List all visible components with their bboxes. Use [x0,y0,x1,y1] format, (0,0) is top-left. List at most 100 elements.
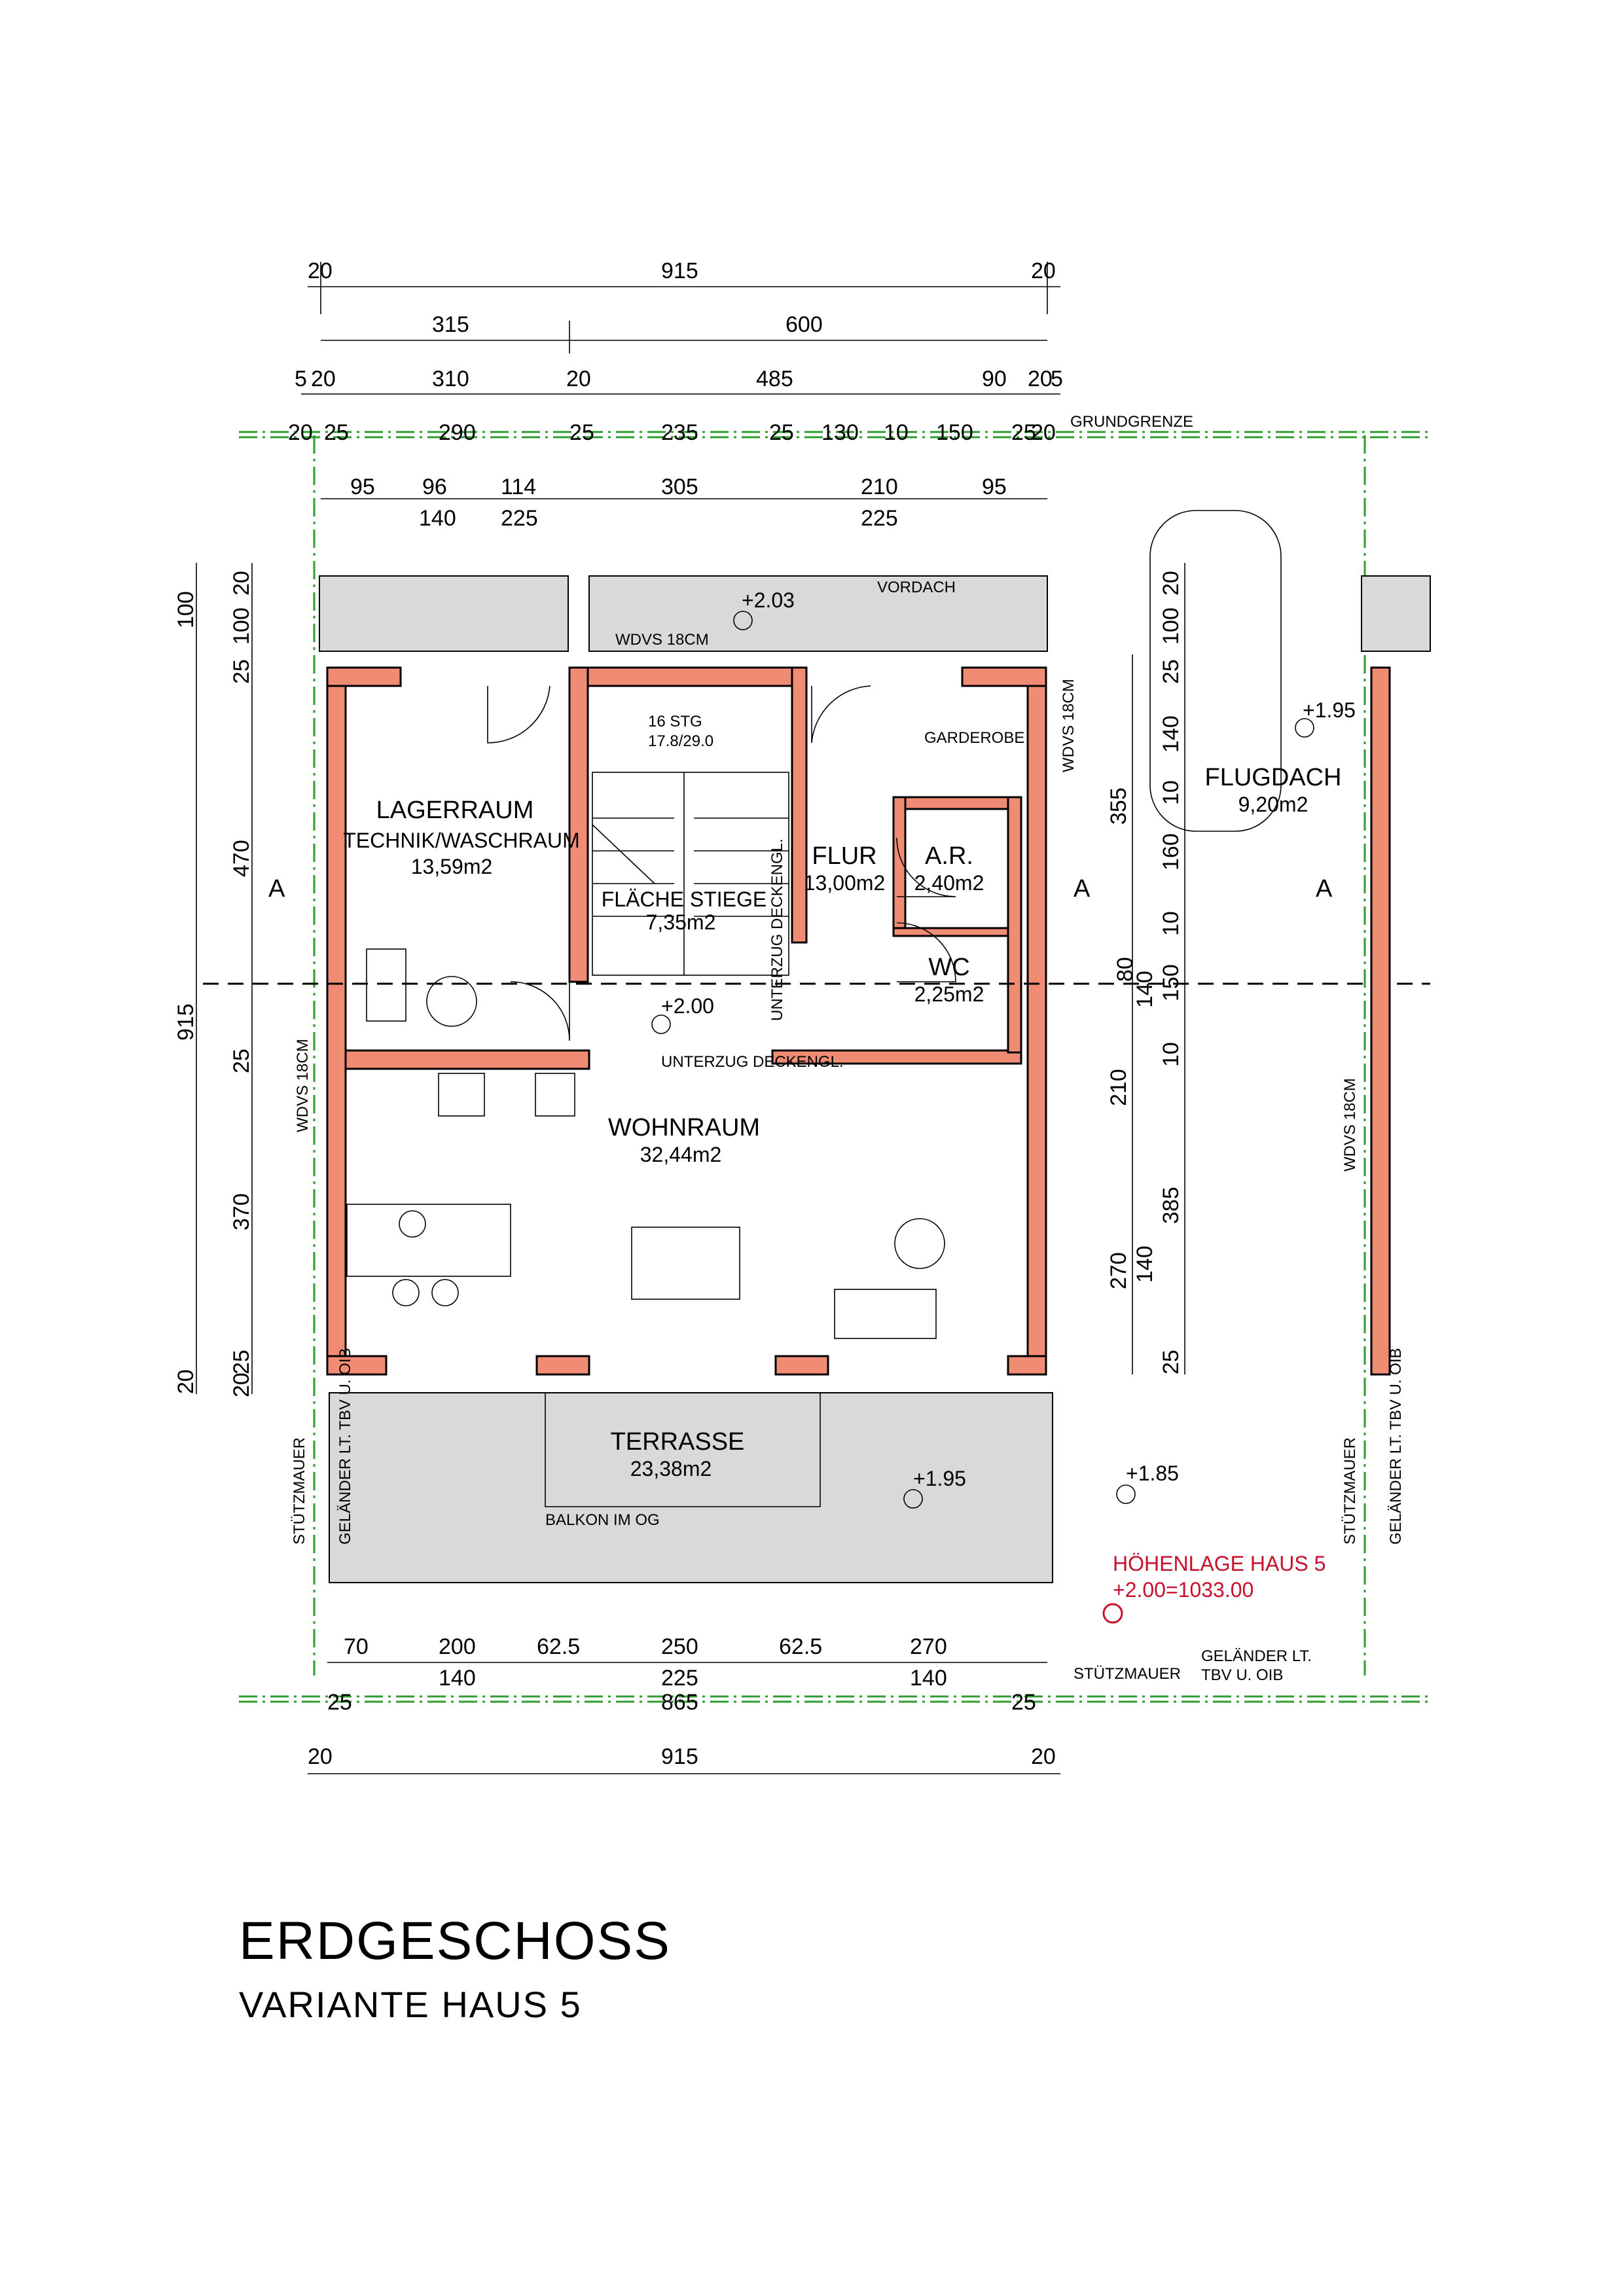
dim-text: 20 [566,367,591,391]
dim-text: 20 [311,367,336,391]
dim-text: 62.5 [537,1634,580,1659]
dim-text: 915 [173,1003,198,1041]
dim-text: 470 [229,840,254,877]
label-garderobe: GARDEROBE [924,729,1024,747]
dim-text: 10 [1159,1042,1183,1067]
dim-text: 96 [422,475,447,499]
dim-text: 25 [324,420,349,445]
stove-icon [438,1073,485,1117]
dim-text: 270 [910,1634,947,1659]
dim-text: 140 [910,1666,947,1691]
carport [1149,510,1431,1376]
dim-text: 865 [661,1690,698,1715]
dim-text: 210 [861,475,898,499]
room-area: 23,38m2 [630,1457,712,1480]
sofa-icon [834,1289,937,1339]
dim-text: 114 [501,475,536,499]
room-name: FLUGDACH [1204,764,1341,791]
label-wdvs: WDVS 18CM [294,1039,312,1132]
dim-text: 270 [1106,1252,1131,1289]
room-subname: TECHNIK/WASCHRAUM [343,829,579,852]
coffee-table [894,1218,945,1269]
level-value: +1.95 [1303,698,1356,722]
label-gelaender: TBV U. OIB [1201,1666,1283,1684]
dim-text: 210 [1106,1069,1131,1106]
dim-text: 150 [936,420,973,445]
washing-machine-icon [366,948,406,1022]
dim-text: 225 [501,506,538,531]
dim-text: 20 [288,420,313,445]
dim-text: 62.5 [779,1634,822,1659]
dim-text: 20 [229,1372,254,1397]
dim-text: 25 [1011,1690,1036,1715]
dim-text: 20 [1031,420,1056,445]
dim-text: 150 [1159,964,1183,1001]
dim-text: 25 [229,1350,254,1374]
drawing-subtitle: VARIANTE HAUS 5 [239,1984,582,2025]
dim-text: 25 [769,420,794,445]
room-name: WC [928,954,969,981]
label-gelaender: GELÄNDER LT. TBV U. OIB [1387,1348,1405,1545]
drawing-title: ERDGESCHOSS [239,1911,671,1971]
dim-text: 140 [419,506,456,531]
dim-text: 915 [661,1744,698,1769]
dining-table [631,1227,740,1300]
label-unterzug: UNTERZUG DECKENGL. [768,838,786,1021]
dim-text: 20 [1031,259,1056,283]
dim-text: 25 [229,659,254,684]
stool-icon [431,1279,459,1306]
dim-text: 25 [229,1049,254,1073]
label-balkon: BALKON IM OG [545,1511,660,1529]
room-area: 2,40m2 [914,871,984,895]
dim-text: 100 [173,591,198,628]
dim-text: 100 [229,607,254,645]
hoehenlage-line2: +2.00=1033.00 [1113,1578,1254,1602]
dim-text: 70 [344,1634,369,1659]
section-mark-right: A [1074,875,1091,903]
label-wdvs: WDVS 18CM [1341,1078,1359,1172]
plan-labels: VORDACH WDVS 18CM WDVS 18CM WDVS 18CM WD… [291,579,1405,1684]
stair-info: 17.8/29.0 [648,732,713,750]
dim-text: 600 [785,312,823,337]
dim-text: 20 [1031,1744,1056,1769]
label-gelaender: GELÄNDER LT. TBV U. OIB [336,1348,354,1545]
stair-info: 16 STG [648,713,702,730]
dim-text: 310 [432,367,469,391]
bottom-dimensions: 70 200 62.5 250 62.5 270 140 225 140 25 … [308,1634,1060,1774]
dim-text: 355 [1106,787,1131,825]
dim-text: 90 [982,367,1007,391]
dim-text: 225 [661,1666,698,1691]
dim-text: 235 [661,420,698,445]
dim-text: 25 [327,1690,352,1715]
dim-text: 315 [432,312,469,337]
level-marker-icon [903,1489,923,1509]
label-vordach: VORDACH [877,579,956,596]
dim-text: 385 [1159,1187,1183,1224]
sink-icon [399,1210,426,1238]
level-marker-icon [733,611,753,630]
right-dimensions: 355 210 270 20 100 25 140 10 160 10 80 1… [1106,563,1185,1374]
doors [487,685,956,1041]
dim-text: 140 [439,1666,476,1691]
section-mark-left: A [268,875,285,903]
dim-text: 20 [1028,367,1053,391]
dim-text: 10 [884,420,909,445]
dryer-icon [426,976,477,1027]
dim-text: 20 [308,1744,333,1769]
furniture [346,948,945,1339]
label-stuetzmauer: STÜTZMAUER [291,1437,308,1545]
dim-text: 100 [1159,607,1183,645]
stool-icon [392,1279,420,1306]
kitchen-island [346,1204,511,1277]
level-value: +2.00 [661,994,714,1018]
room-name: WOHNRAUM [608,1114,760,1141]
dim-text: 140 [1159,715,1183,753]
walls [319,575,1048,1376]
level-value: +1.95 [913,1467,966,1490]
level-markers: +2.03 +2.00 +1.95 +1.95 +1.85 [651,588,1356,1509]
level-marker-icon [1295,718,1314,738]
level-marker-icon [1116,1484,1136,1504]
label-wdvs: WDVS 18CM [1060,679,1077,772]
dim-text: 140 [1132,971,1157,1008]
room-labels: LAGERRAUM TECHNIK/WASCHRAUM 13,59m2 16 S… [343,713,1341,1480]
